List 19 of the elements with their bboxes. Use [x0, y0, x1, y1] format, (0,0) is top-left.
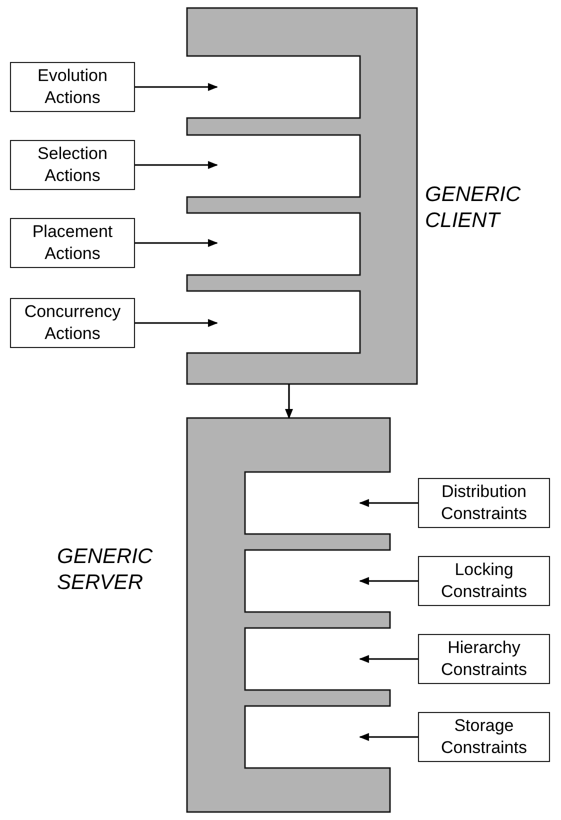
process-box: Distribution Constraints	[418, 478, 550, 528]
process-box: Concurrency Actions	[10, 298, 135, 348]
process-box: Selection Actions	[10, 140, 135, 190]
process-box: Storage Constraints	[418, 712, 550, 762]
arrow	[135, 161, 218, 169]
arrow	[285, 384, 293, 419]
arrow	[359, 733, 418, 741]
arrow	[135, 239, 218, 247]
heading-label: GENERIC CLIENT	[425, 182, 522, 234]
process-box: Evolution Actions	[10, 62, 135, 112]
arrow	[359, 577, 418, 585]
process-box: Placement Actions	[10, 218, 135, 268]
process-box: Locking Constraints	[418, 556, 550, 606]
arrow	[135, 319, 218, 327]
process-box: Hierarchy Constraints	[418, 634, 550, 684]
arrow	[359, 655, 418, 663]
arrow	[359, 499, 418, 507]
heading-label: GENERIC SERVER	[57, 544, 154, 596]
arrow	[135, 83, 218, 91]
